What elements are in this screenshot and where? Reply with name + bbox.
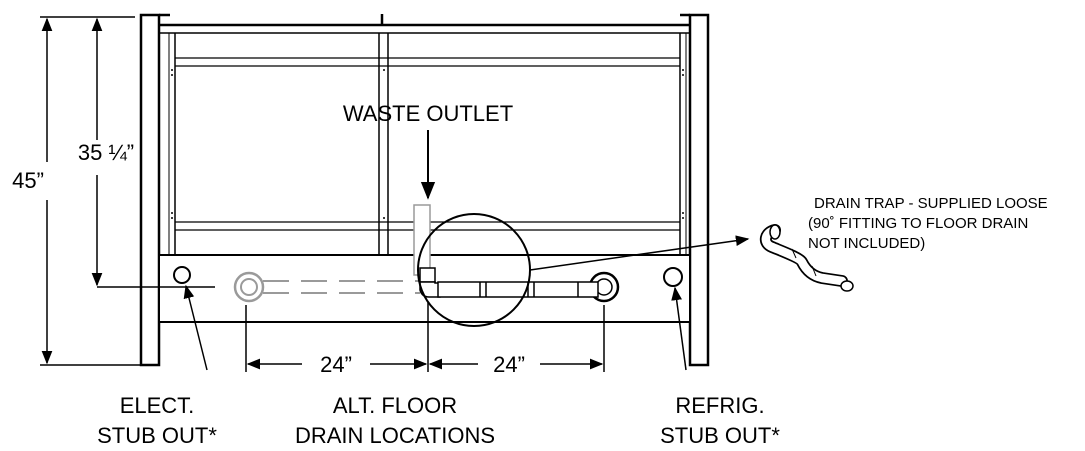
cabinet-outline (139, 13, 710, 367)
floor-drain-label-2: DRAIN LOCATIONS (295, 423, 495, 448)
refrig-leader (671, 286, 687, 371)
drain-trap-label-2: (90˚ FITTING TO FLOOR DRAIN (808, 215, 1028, 232)
height-dim-45 (40, 16, 141, 366)
elect-label-1: ELECT. (120, 393, 195, 418)
floor-drain-label-1: ALT. FLOOR (333, 393, 457, 418)
dim-left-span: 24” (320, 352, 352, 377)
span-dims (245, 302, 605, 372)
refrig-label-2: STUB OUT* (660, 423, 780, 448)
dim-total-height: 45” (12, 168, 44, 193)
refrig-label-1: REFRIG. (675, 393, 764, 418)
refrig-stub-hole (663, 267, 683, 287)
elect-label-2: STUB OUT* (97, 423, 217, 448)
alt-drain-left (233, 271, 265, 303)
elect-leader (183, 284, 208, 371)
elect-stub-hole (173, 266, 191, 284)
height-dim-35 (91, 17, 215, 288)
dashed-drain-route (263, 280, 420, 294)
drain-trap-leader (529, 235, 750, 271)
drain-trap-icon (759, 224, 854, 292)
drain-pipe (419, 267, 599, 298)
dim-outlet-height: 35 ¼” (78, 140, 134, 165)
drain-trap-label-1: DRAIN TRAP - SUPPLIED LOOSE (814, 195, 1048, 212)
waste-outlet-label: WASTE OUTLET (343, 101, 513, 126)
fastener-marks (171, 69, 684, 219)
drain-trap-label-3: NOT INCLUDED) (808, 235, 925, 252)
dim-right-span: 24” (493, 352, 525, 377)
